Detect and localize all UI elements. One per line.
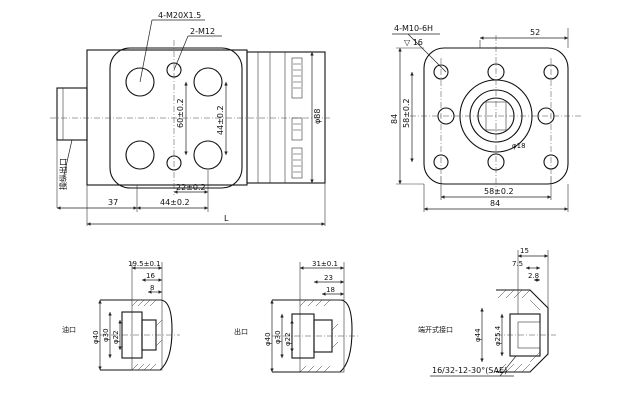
side-dim-52: 52 xyxy=(530,28,540,37)
side-dim-84-bottom: 84 xyxy=(490,199,500,208)
mid-detail-label: 出口 xyxy=(234,327,248,336)
side-dim-58-vertical: 58±0.2 xyxy=(402,98,411,128)
dim-44-bottom: 44±0.2 xyxy=(160,198,190,207)
right-dim-b: 2.8 xyxy=(528,272,539,280)
dim-37: 37 xyxy=(108,198,118,207)
mid-dim-d3: φ22 xyxy=(284,332,292,346)
detail-middle: 31±0.1 23 18 φ40 φ30 φ22 出口 xyxy=(234,260,360,373)
bolt-head xyxy=(291,147,303,179)
left-dim-small: 8 xyxy=(150,284,154,292)
port-circle xyxy=(125,140,155,170)
right-dim-a: 7.5 xyxy=(512,260,523,268)
bolt-hole xyxy=(433,64,449,80)
dim-44-vertical: 44±0.2 xyxy=(216,105,225,135)
port-circle xyxy=(193,140,223,170)
right-dim-d2: φ25.4 xyxy=(494,325,502,346)
mid-dim-d2: φ30 xyxy=(274,330,282,344)
side-dim-58-bottom: 58±0.2 xyxy=(484,187,514,196)
port-circle xyxy=(125,67,155,97)
right-thread-note: 16/32-12-30°(SAE) xyxy=(432,366,507,375)
side-depth-label: ▽ 16 xyxy=(404,38,423,47)
inlet-pipe xyxy=(56,87,88,141)
port-label: 操纵出口 xyxy=(58,158,68,190)
side-thread-label: 4-M10-6H xyxy=(394,24,433,33)
mid-dim-top: 31±0.1 xyxy=(312,260,338,268)
right-detail-label: 端开式接口 xyxy=(418,325,453,334)
bolt-head xyxy=(291,117,303,141)
left-dim-d3: φ22 xyxy=(112,330,120,344)
spline-label: φ18 xyxy=(512,142,526,150)
left-dim-top: 19.5±0.1 xyxy=(128,260,161,268)
side-view: 4-M10-6H ▽ 16 52 84 58±0.2 58±0.2 84 φ18 xyxy=(390,24,582,212)
dim-22: 22±0.2 xyxy=(176,183,206,192)
mid-dim-mid: 23 xyxy=(324,274,333,282)
thread-small-label: 2-M12 xyxy=(190,27,215,36)
detail-left: 19.5±0.1 16 8 φ40 φ30 φ22 油口 xyxy=(62,260,180,371)
right-dim-top: 15 xyxy=(520,247,529,255)
bolt-hole xyxy=(543,64,559,80)
mid-dim-d1: φ40 xyxy=(264,332,272,346)
left-dim-d1: φ40 xyxy=(92,330,100,344)
dim-diameter: φ88 xyxy=(313,109,322,124)
thread-ports-label: 4-M20X1.5 xyxy=(158,11,201,20)
left-dim-mid: 16 xyxy=(146,272,155,280)
bolt-head xyxy=(291,57,303,99)
left-dim-d2: φ30 xyxy=(102,328,110,342)
dim-60: 60±0.2 xyxy=(176,98,185,128)
front-view: 4-M20X1.5 2-M12 60±0.2 44±0.2 φ88 22±0.2… xyxy=(50,11,330,226)
right-dim-d1: φ44 xyxy=(474,328,482,342)
detail-right: 15 7.5 2.8 φ44 φ25.4 端开式接口 16/32-12-30°(… xyxy=(418,247,556,377)
dim-L: L xyxy=(224,214,229,223)
right-housing xyxy=(246,51,326,184)
port-circle xyxy=(193,67,223,97)
left-detail-label: 油口 xyxy=(62,325,76,334)
mid-dim-small: 18 xyxy=(326,286,335,294)
side-dim-84-vertical: 84 xyxy=(390,114,399,124)
